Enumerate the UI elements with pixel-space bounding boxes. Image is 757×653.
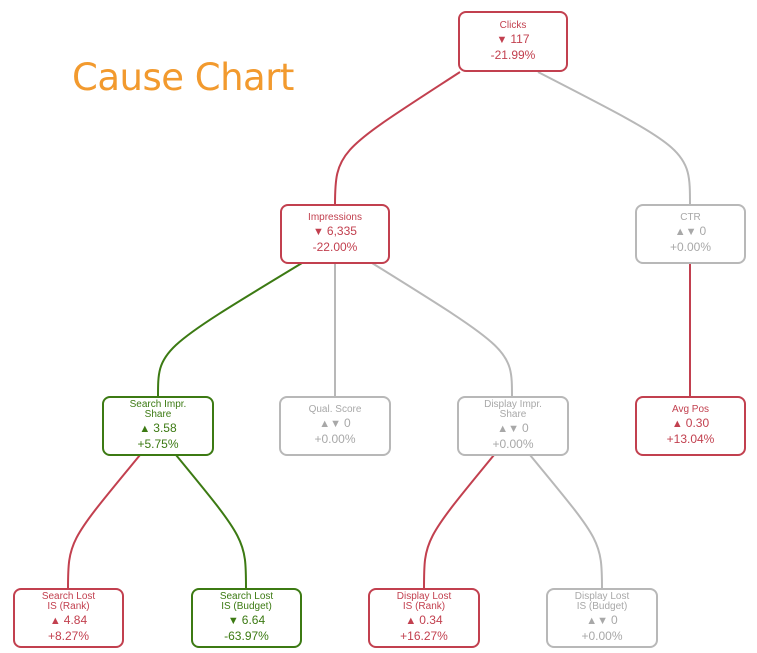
node-value: 6.64 <box>241 613 266 627</box>
node-percent: +16.27% <box>400 629 448 643</box>
arrow-down-icon: ▼ <box>313 226 324 238</box>
node-value: 0 <box>344 416 351 430</box>
node-label: Qual. Score <box>308 404 362 415</box>
edge-clicks-ctr <box>537 71 691 206</box>
arrow-down-icon: ▼ <box>496 33 508 46</box>
node-display-lost-is-budget[interactable]: Display Lost IS (Budget) ▲▼0 +0.00% <box>546 588 658 648</box>
node-ctr[interactable]: CTR ▲▼0 +0.00% <box>635 204 746 264</box>
node-percent: +0.00% <box>581 629 623 643</box>
node-label: Impressions <box>308 212 362 223</box>
arrow-up-down-icon: ▲▼ <box>586 615 609 627</box>
edge-impressions-display-impr <box>371 262 513 398</box>
node-label: Search Lost IS (Rank) <box>41 591 96 612</box>
edge-search-impr-lost-budget <box>175 454 247 590</box>
node-display-impr-share[interactable]: Display Impr. Share ▲▼0 +0.00% <box>457 396 569 456</box>
node-display-lost-is-rank[interactable]: Display Lost IS (Rank) ▲0.34 +16.27% <box>368 588 480 648</box>
node-value: 0.30 <box>685 416 710 430</box>
node-label: Display Lost IS (Rank) <box>396 591 452 612</box>
node-percent: +0.00% <box>669 240 712 254</box>
node-value: 0 <box>611 613 618 627</box>
arrow-up-icon: ▲ <box>139 423 151 435</box>
node-percent: +13.04% <box>666 432 715 446</box>
arrow-down-icon: ▼ <box>227 615 239 627</box>
node-percent: +0.00% <box>492 437 534 451</box>
node-value: 0 <box>699 224 707 238</box>
arrow-up-icon: ▲ <box>405 615 417 627</box>
node-impressions[interactable]: Impressions ▼6,335 -22.00% <box>280 204 390 264</box>
node-search-lost-is-rank[interactable]: Search Lost IS (Rank) ▲4.84 +8.27% <box>13 588 124 648</box>
node-value: 0 <box>522 421 529 435</box>
node-value: 0.34 <box>419 613 443 627</box>
node-label: Avg Pos <box>671 404 710 415</box>
node-avg-pos[interactable]: Avg Pos ▲0.30 +13.04% <box>635 396 746 456</box>
node-percent: +5.75% <box>137 437 179 451</box>
node-clicks[interactable]: Clicks ▼117 -21.99% <box>458 11 568 72</box>
edge-display-impr-lost-rank <box>423 454 495 590</box>
edge-impressions-search-impr <box>157 262 303 398</box>
node-percent: -21.99% <box>490 47 536 62</box>
node-label: CTR <box>680 212 701 223</box>
node-label: Search Lost IS (Budget) <box>219 591 274 612</box>
node-percent: +8.27% <box>47 629 90 643</box>
node-qual-score[interactable]: Qual. Score ▲▼0 +0.00% <box>279 396 391 456</box>
node-percent: +0.00% <box>314 432 356 446</box>
node-label: Display Lost IS (Budget) <box>574 591 630 612</box>
node-value: 6,335 <box>326 224 357 238</box>
node-label: Search Impr. Share <box>129 399 187 420</box>
node-percent: -22.00% <box>312 240 358 254</box>
arrow-up-down-icon: ▲▼ <box>674 226 697 238</box>
node-label: Display Impr. Share <box>484 399 542 420</box>
arrow-up-down-icon: ▲▼ <box>319 418 342 430</box>
node-label: Clicks <box>499 19 527 31</box>
node-percent: -63.97% <box>224 629 269 643</box>
arrow-up-down-icon: ▲▼ <box>497 423 520 435</box>
node-search-lost-is-budget[interactable]: Search Lost IS (Budget) ▼6.64 -63.97% <box>191 588 302 648</box>
arrow-up-icon: ▲ <box>49 615 61 627</box>
edge-search-impr-lost-rank <box>67 454 141 590</box>
arrow-up-icon: ▲ <box>671 418 683 430</box>
node-value: 4.84 <box>63 613 88 627</box>
node-value: 117 <box>510 31 530 46</box>
edge-display-impr-lost-budget <box>529 454 603 590</box>
node-value: 3.58 <box>153 421 177 435</box>
node-search-impr-share[interactable]: Search Impr. Share ▲3.58 +5.75% <box>102 396 214 456</box>
edge-clicks-impressions <box>334 71 461 206</box>
chart-title: Cause Chart <box>72 56 294 99</box>
